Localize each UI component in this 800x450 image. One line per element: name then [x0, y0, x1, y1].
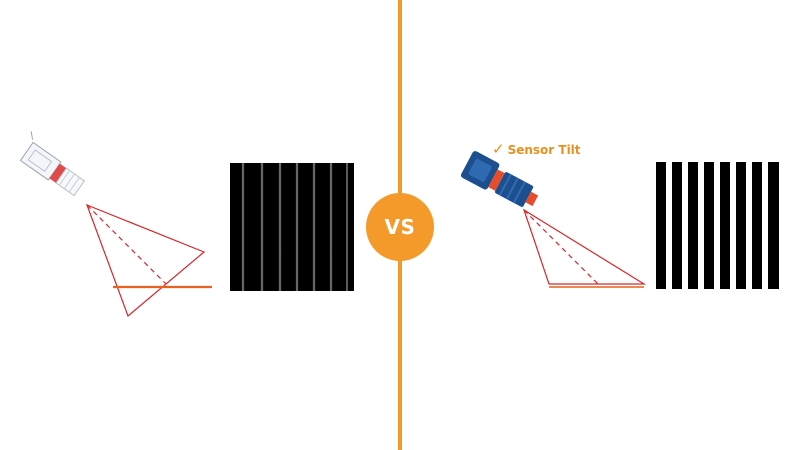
blur-stripe [292, 163, 302, 291]
right-laser-centerline [523, 209, 599, 285]
vs-badge: VS [366, 193, 434, 261]
right-sensor-icon [460, 151, 539, 207]
blur-stripe [343, 163, 351, 291]
left-laser-fan [85, 203, 206, 318]
left-laser-centerline [86, 204, 167, 285]
left-barcode-blurred [230, 163, 354, 291]
checkmark-icon: ✓ [492, 140, 505, 158]
right-laser-fan [522, 208, 647, 285]
blur-stripe [257, 163, 267, 291]
blur-stripe [238, 163, 248, 291]
sensor-tilt-label: Sensor Tilt [507, 142, 581, 157]
right-barcode-sharp [656, 162, 779, 289]
right-laser-geometry [522, 208, 647, 288]
left-sensor-icon [19, 131, 86, 197]
blur-stripe [309, 163, 319, 291]
sensor-tilt-annotation: ✓ Sensor Tilt [492, 142, 581, 157]
blur-stripe [326, 163, 336, 291]
blur-stripe [275, 163, 285, 291]
left-laser-geometry [85, 203, 206, 318]
